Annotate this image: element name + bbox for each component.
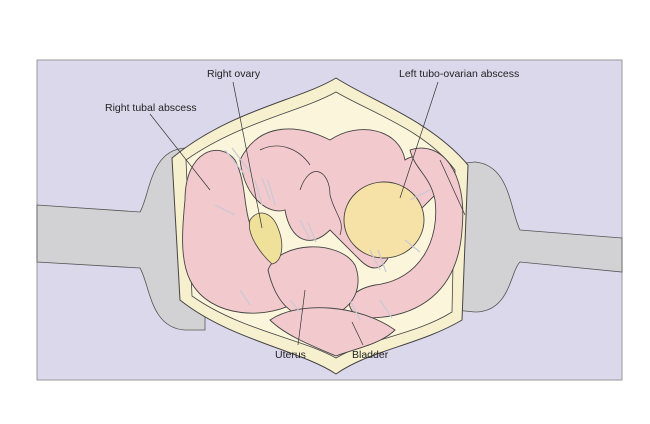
left-tubo-ovarian-abscess xyxy=(343,181,425,259)
bladder-pointer xyxy=(351,321,364,346)
right-ovary-pointer xyxy=(232,81,263,229)
left-tube-pointer xyxy=(439,159,466,216)
bowel-fold xyxy=(259,145,311,166)
right-tubal-abscess-pointer xyxy=(149,113,211,191)
label-left-tubo-ovarian-abscess: Left tubo-ovarian abscess xyxy=(399,68,519,80)
label-right-tubal-abscess: Right tubal abscess xyxy=(105,102,197,114)
left-tube xyxy=(348,147,464,319)
uterus-pointer xyxy=(297,289,306,346)
label-right-ovary: Right ovary xyxy=(207,68,261,80)
left-abscess-pointer xyxy=(399,81,439,199)
label-bladder: Bladder xyxy=(352,349,389,361)
label-uterus: Uterus xyxy=(275,349,306,361)
left-retractor xyxy=(36,147,206,331)
right-ovary xyxy=(248,212,283,265)
bowel-fold xyxy=(299,171,342,236)
adhesions xyxy=(214,147,431,321)
